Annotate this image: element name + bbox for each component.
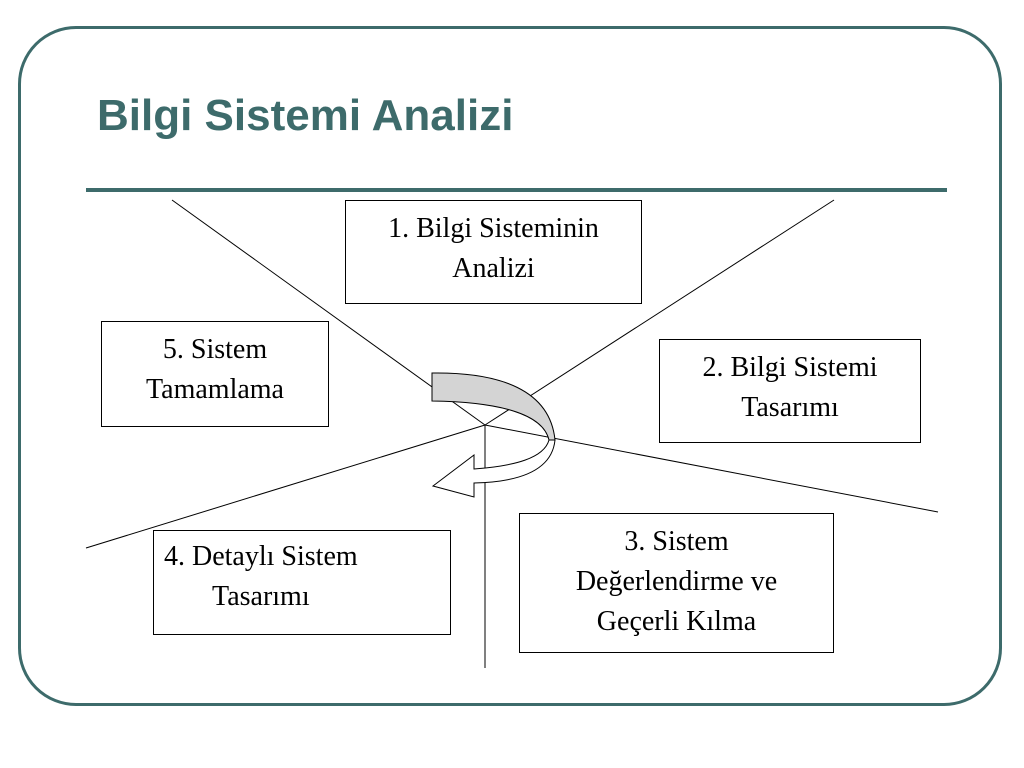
step-label-5: 5. Sistem Tamamlama [146, 334, 284, 405]
diagram-line-lower-right [484, 424, 939, 513]
step-box-3: 3. Sistem Değerlendirme ve Geçerli Kılma [519, 513, 834, 653]
step-label-4: 4. Detaylı Sistem Tasarımı [164, 541, 358, 612]
step-box-4: 4. Detaylı Sistem Tasarımı [153, 530, 451, 635]
diagram-line-lower-left [85, 424, 486, 549]
curved-cycle-arrow-icon [431, 372, 556, 498]
slide-title: Bilgi Sistemi Analizi [97, 91, 514, 140]
slide-frame [18, 26, 1002, 706]
title-underline [86, 188, 947, 192]
step-box-1: 1. Bilgi Sisteminin Analizi [345, 200, 642, 304]
step-box-5: 5. Sistem Tamamlama [101, 321, 329, 427]
step-label-1: 1. Bilgi Sisteminin Analizi [388, 213, 599, 284]
step-label-2: 2. Bilgi Sistemi Tasarımı [702, 352, 878, 423]
diagram-line-upper-right [484, 199, 835, 426]
step-label-3: 3. Sistem Değerlendirme ve Geçerli Kılma [575, 526, 778, 637]
step-box-2: 2. Bilgi Sistemi Tasarımı [659, 339, 921, 443]
